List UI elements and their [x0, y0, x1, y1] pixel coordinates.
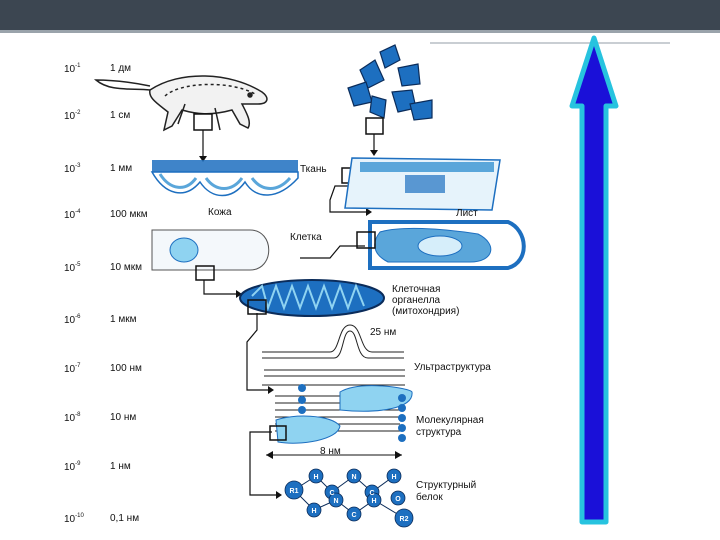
- label-tissue: Ткань: [300, 164, 327, 175]
- label-cell: Клетка: [290, 232, 322, 243]
- label-molecular: Молекулярная структура: [416, 415, 484, 439]
- label-protein-line: белок: [416, 492, 476, 504]
- label-organelle-line: (митохондрия): [392, 306, 459, 317]
- label-membrane-size: 25 нм: [370, 327, 396, 338]
- atom-label: O: [395, 496, 401, 503]
- label-organelle-line: Клеточная: [392, 284, 459, 295]
- atom-label: N: [333, 498, 338, 505]
- atom-label: H: [311, 508, 316, 515]
- zoom-box: [194, 114, 212, 130]
- label-ultrastructure: Ультраструктура: [414, 362, 491, 373]
- atom-label: C: [329, 490, 334, 497]
- label-leaf: Лист: [456, 208, 478, 219]
- label-molecular-line: структура: [416, 427, 484, 439]
- label-organelle-line: органелла: [392, 295, 459, 306]
- atom-label: N: [351, 474, 356, 481]
- label-protein: Структурный белок: [416, 480, 476, 504]
- label-molecular-line: Молекулярная: [416, 415, 484, 427]
- atom-label: R1: [290, 488, 299, 495]
- atom-label: C: [369, 490, 374, 497]
- skin-tissue-drawing: [152, 160, 298, 196]
- skin-cell-drawing: [152, 230, 269, 270]
- lizard-drawing: [96, 76, 267, 130]
- mitochondrion-drawing: [240, 280, 384, 316]
- leaf-tissue-drawing: [345, 158, 500, 210]
- label-skin: Кожа: [208, 207, 232, 218]
- atom-label: C: [351, 512, 356, 519]
- label-8nm: 8 нм: [320, 446, 341, 457]
- atom-label: H: [313, 474, 318, 481]
- molecular-drawing: [275, 384, 412, 443]
- atom-label: H: [391, 474, 396, 481]
- zoom-box: [366, 118, 383, 134]
- plant-cell-drawing: [370, 222, 524, 268]
- atom-label: R2: [400, 516, 409, 523]
- plant-drawing: [348, 45, 432, 120]
- atom-label: H: [371, 498, 376, 505]
- label-organelle: Клеточная органелла (митохондрия): [392, 284, 459, 317]
- scale-arrow-icon: [572, 38, 616, 522]
- label-protein-line: Структурный: [416, 480, 476, 492]
